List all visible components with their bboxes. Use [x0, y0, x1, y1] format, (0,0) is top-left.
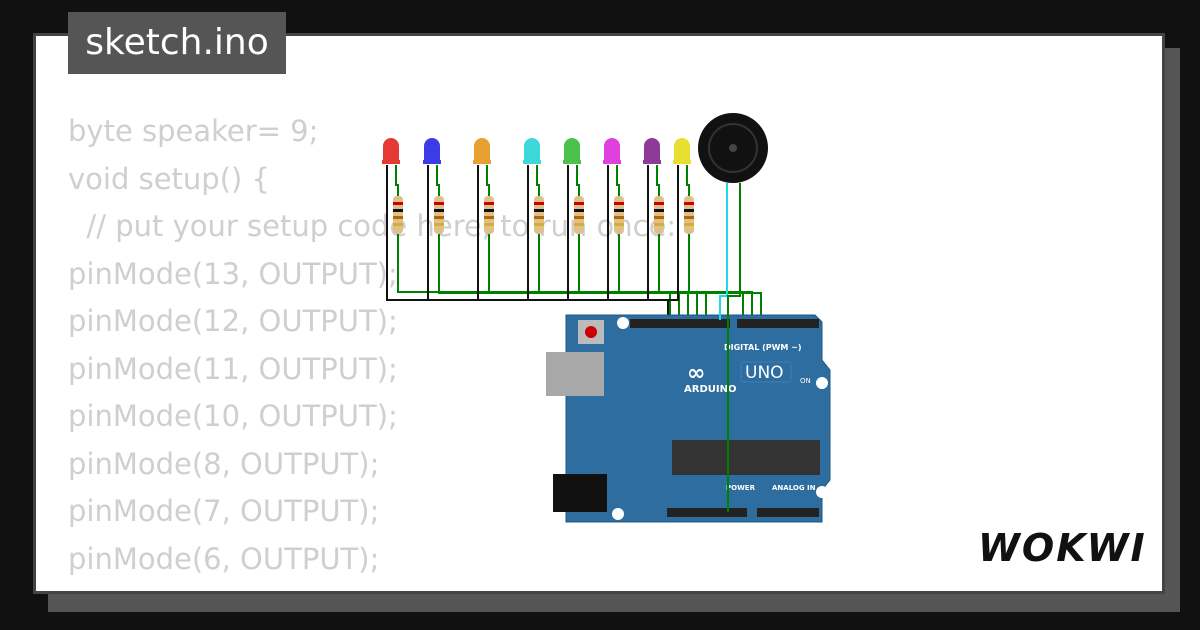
file-tab: sketch.ino — [68, 12, 286, 74]
usb-port — [546, 352, 604, 396]
code-line: byte speaker= 9; — [68, 114, 319, 148]
wires — [386, 165, 762, 320]
led-signal-wire — [576, 165, 707, 320]
on-label: ON — [800, 377, 811, 385]
model-label: UNO — [745, 363, 784, 383]
led-signal-wire — [395, 165, 671, 320]
analog-label: ANALOG IN — [772, 484, 816, 492]
code-line: pinMode(13, OUTPUT); — [68, 256, 398, 291]
led-signal-wire — [536, 165, 698, 320]
led — [603, 138, 621, 164]
led-ground-wire — [477, 165, 669, 320]
code-line: void setup() { — [68, 161, 270, 196]
led-ground-wire — [667, 165, 679, 320]
components — [382, 138, 694, 234]
resistor — [574, 196, 584, 234]
led-signal-wire — [686, 165, 762, 320]
resistor — [614, 196, 624, 234]
digital-label: DIGITAL (PWM ~) — [724, 343, 802, 352]
code-line: pinMode(5, OUTPUT); — [68, 583, 676, 591]
led — [382, 138, 400, 164]
resistor — [654, 196, 664, 234]
wokwi-logo: WOKWI — [978, 526, 1147, 570]
preview-card: byte speaker= 9;void setup() { // put yo… — [33, 33, 1165, 594]
led — [523, 138, 541, 164]
atmega-chip — [672, 440, 820, 475]
resistor — [393, 196, 403, 234]
resistor — [484, 196, 494, 234]
code-line: pinMode(11, OUTPUT); — [68, 351, 398, 386]
led — [423, 138, 441, 164]
led — [643, 138, 661, 164]
arduino-brand: ARDUINO — [684, 384, 736, 395]
code-line: pinMode(6, OUTPUT); — [68, 541, 380, 576]
infinity-logo-icon: ∞ — [687, 361, 705, 386]
resistor — [684, 196, 694, 234]
buzzer-wire-signal — [719, 183, 728, 320]
resistor — [534, 196, 544, 234]
code-line: pinMode(12, OUTPUT); — [68, 304, 398, 338]
led-ground-wire — [427, 165, 669, 320]
buzzer-wire-gnd — [727, 183, 741, 512]
arduino-uno-board: DIGITAL (PWM ~) ARDUINO ∞ UNO ON POWER A… — [546, 314, 831, 523]
resistor — [434, 196, 444, 234]
code-line: pinMode(10, OUTPUT); — [68, 399, 398, 433]
led — [473, 138, 491, 164]
led — [673, 138, 691, 164]
led-signal-wire — [486, 165, 689, 320]
code-line: pinMode(8, OUTPUT); — [68, 446, 380, 481]
led — [563, 138, 581, 164]
power-label: POWER — [726, 484, 756, 492]
code-line: pinMode(7, OUTPUT); — [68, 494, 380, 528]
buzzer — [698, 113, 768, 183]
power-jack — [553, 474, 607, 512]
led-signal-wire — [436, 165, 680, 320]
